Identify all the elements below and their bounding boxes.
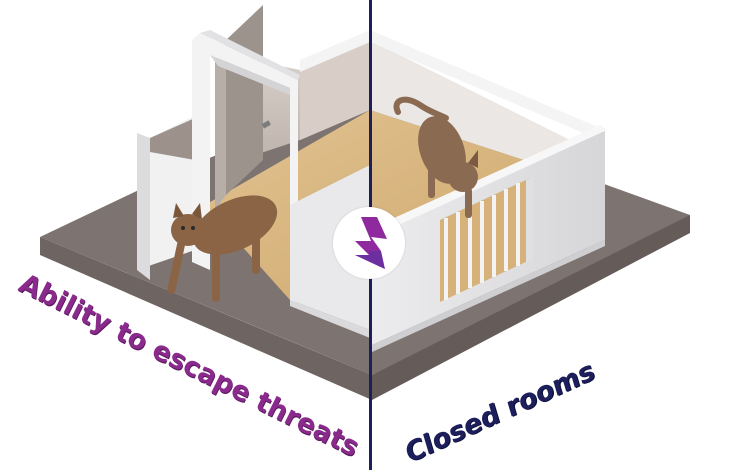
lightning-bolt-icon (355, 217, 387, 269)
cat-escaping (167, 195, 278, 302)
barred-window (440, 177, 533, 302)
door-frame (192, 30, 300, 305)
center-badge (333, 207, 405, 279)
cat-inside-room (393, 96, 478, 218)
left-front-wall (290, 165, 370, 338)
